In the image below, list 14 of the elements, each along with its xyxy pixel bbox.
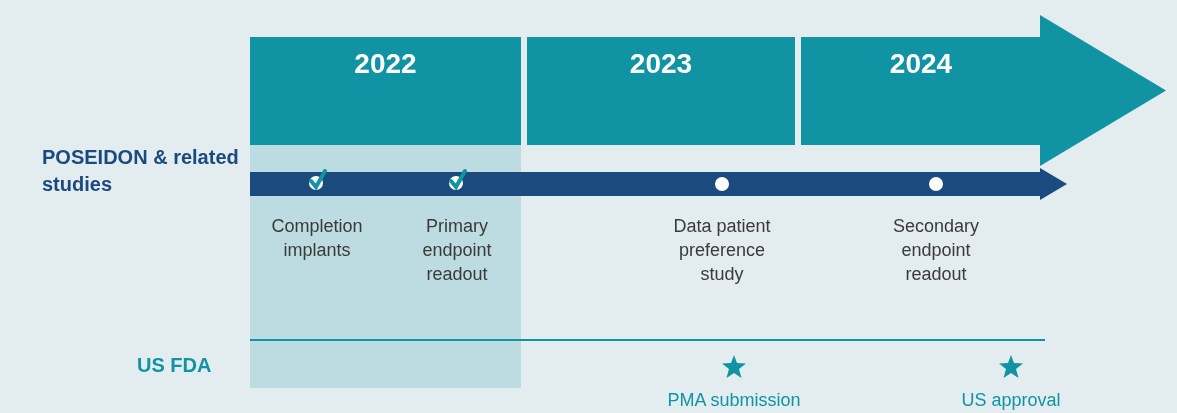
year-band: [527, 37, 795, 145]
milestone-label: PMA submission: [666, 389, 802, 411]
milestone-label: Primary endpoint readout: [421, 215, 493, 286]
year-band: [801, 37, 1041, 145]
year-label: 2023: [629, 47, 693, 81]
milestone-label: Secondary endpoint readout: [891, 215, 981, 286]
milestone-label: Data patient preference study: [672, 215, 772, 286]
year-label: 2022: [354, 47, 417, 81]
year-band: [250, 37, 521, 145]
year-label: 2024: [889, 47, 953, 81]
milestone-label: US approval: [960, 389, 1062, 411]
milestone-label: Completion implants: [270, 215, 364, 262]
row-title: POSEIDON & related studies: [42, 145, 240, 197]
row-title: US FDA: [137, 353, 212, 378]
